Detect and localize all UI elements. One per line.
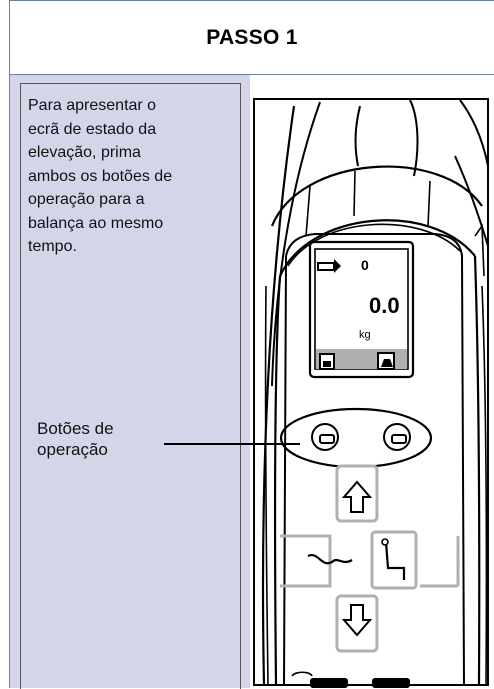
instruction-line: ambos os botões de (28, 167, 173, 185)
hand-control-illustration (253, 98, 489, 688)
instruction-line: tempo. (28, 238, 77, 255)
display-weight: 0.0 (369, 293, 400, 318)
label-line: operação (37, 440, 108, 459)
step-title: PASSO 1 (206, 26, 298, 49)
left-operation-button[interactable] (311, 423, 339, 451)
display-top-value: 0 (361, 257, 369, 273)
operation-buttons-label: Botões de operação (37, 418, 114, 460)
right-operation-button[interactable] (383, 423, 411, 451)
display-unit: kg (359, 329, 371, 341)
label-line: Botões de (37, 419, 114, 438)
instruction-line: Para apresentar o (28, 97, 157, 114)
instruction-panel-frame (20, 83, 241, 689)
instruction-line: operação para a (28, 191, 145, 208)
instruction-text: Para apresentar o ecrã de estado da elev… (28, 94, 228, 259)
step-header: PASSO 1 (9, 0, 494, 75)
instruction-line: balança ao mesmo (28, 214, 164, 232)
instruction-line: elevação, prima (28, 144, 141, 161)
instruction-panel (9, 74, 250, 689)
instruction-line: ecrã de estado da (28, 120, 157, 138)
